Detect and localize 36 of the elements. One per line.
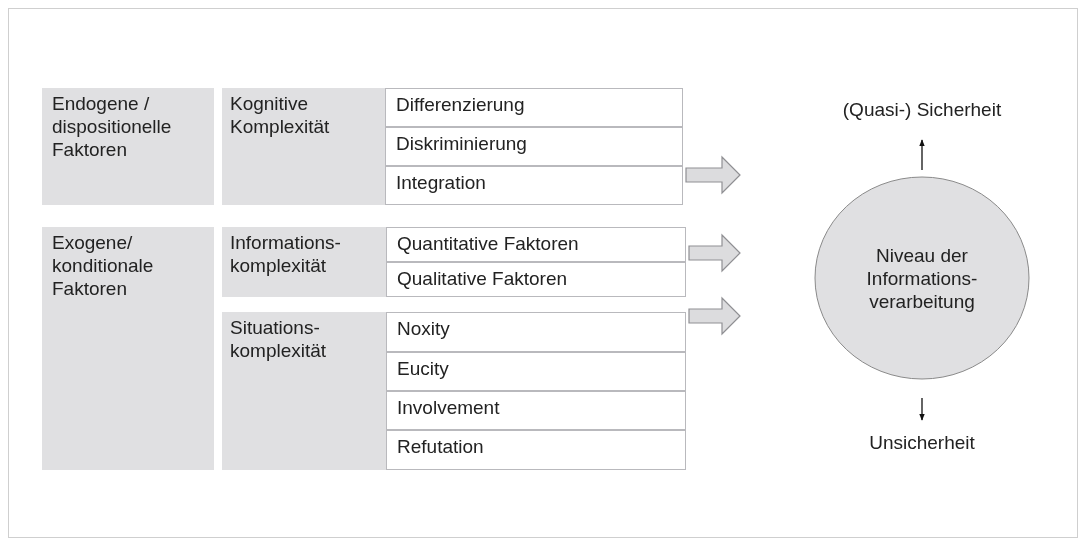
cell-text: Exogene/ konditionale Faktoren [52, 231, 155, 300]
item-cell [385, 127, 683, 166]
outcome-text: (Quasi-) Sicherheit [842, 98, 1002, 121]
category-cell [222, 227, 686, 297]
factor-cell [42, 88, 214, 205]
block-arrow [685, 155, 741, 195]
cell-text: Refutation [397, 435, 484, 458]
category-cell [222, 88, 683, 205]
item-cell [385, 166, 683, 205]
cell-text: Endogene / dispositionelle Faktoren [52, 92, 173, 161]
block-arrow [688, 233, 741, 273]
cell-text: Situations- komplexität [229, 316, 328, 363]
item-cell [386, 262, 686, 297]
cell-text: Involvement [397, 396, 500, 419]
factor-cell [42, 227, 214, 470]
arrow [919, 397, 925, 421]
cell-text: Qualitative Faktoren [397, 267, 568, 290]
cell-text: Diskriminierung [396, 132, 527, 155]
cell-text: Noxity [397, 317, 450, 340]
item-cell [386, 227, 686, 262]
outcome-text: Unsicherheit [869, 431, 975, 454]
item-cell [386, 352, 686, 391]
cell-text: Informations- komplexität [229, 231, 342, 278]
cell-text: Differenzierung [396, 93, 525, 116]
cell-text: Integration [396, 171, 486, 194]
cell-text: Eucity [397, 357, 449, 380]
item-cell [386, 430, 686, 470]
cell-text: Quantitative Faktoren [397, 232, 579, 255]
cell-text: Kognitive Komplexität [229, 92, 331, 139]
item-cell [386, 391, 686, 430]
item-cell [385, 88, 683, 127]
category-cell [222, 312, 686, 470]
arrow [919, 139, 925, 171]
circle-label: Niveau der Informations- verarbeitung [865, 243, 979, 313]
item-cell [386, 312, 686, 352]
block-arrow [688, 296, 741, 336]
